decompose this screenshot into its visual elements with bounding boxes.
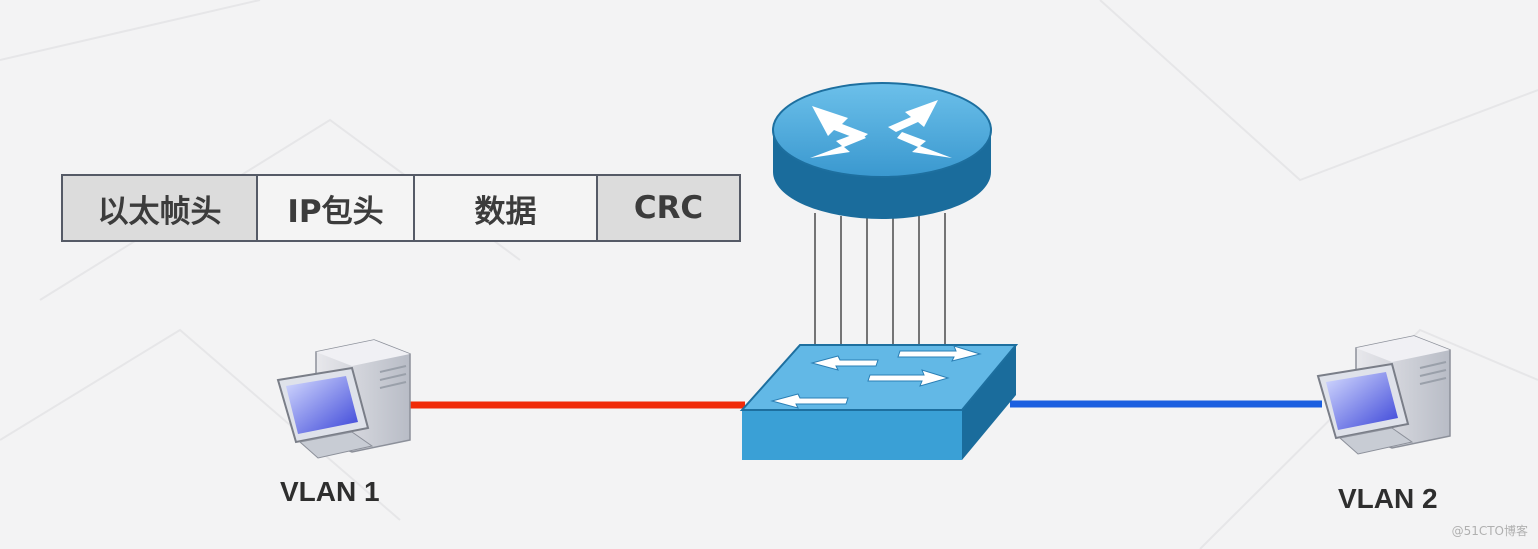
trunk-lines xyxy=(814,213,946,345)
vlan2-label: VLAN 2 xyxy=(1338,483,1438,514)
frame-field-ethernet-header: 以太帧头 xyxy=(63,176,258,240)
pc-icon-vlan2 xyxy=(1316,335,1451,455)
watermark: @51CTO博客 xyxy=(1451,524,1528,538)
frame-field-crc: CRC xyxy=(598,176,739,240)
pc-icon-vlan1 xyxy=(276,339,411,459)
frame-field-data: 数据 xyxy=(415,176,598,240)
frame-field-ip-header: IP包头 xyxy=(258,176,415,240)
vlan1-label: VLAN 1 xyxy=(280,476,380,507)
frame-format-table: 以太帧头 IP包头 数据 CRC xyxy=(61,174,741,242)
switch-icon xyxy=(739,344,1019,460)
router-icon xyxy=(772,82,992,219)
